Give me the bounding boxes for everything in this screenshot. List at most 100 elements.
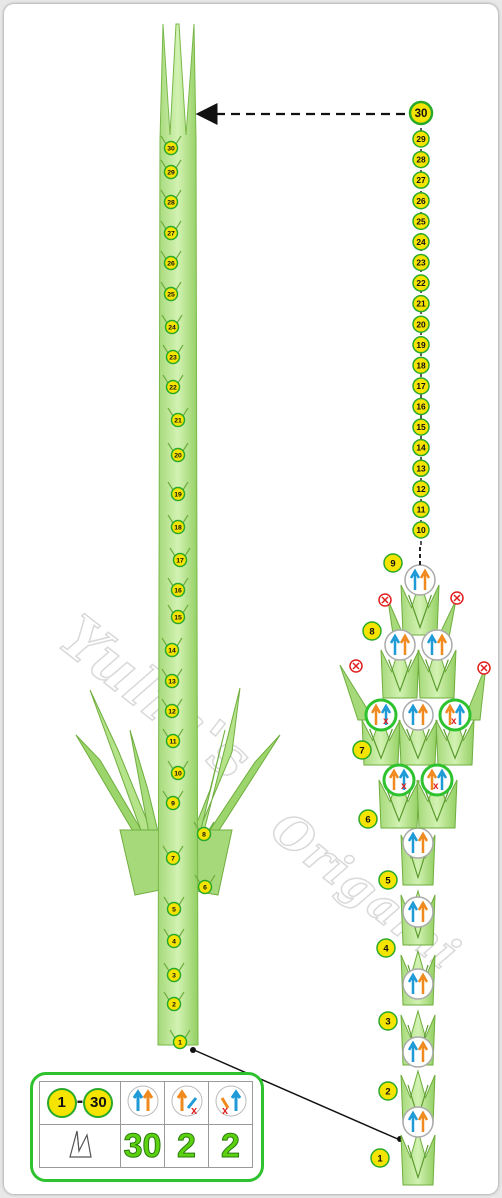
svg-text:8: 8 [202, 831, 206, 838]
chain-label-12: 12 [413, 481, 429, 497]
diagram-panel: Yulia's Origami [4, 4, 498, 1194]
right-x-badge: x [440, 700, 470, 730]
legend-count-total: 30 [121, 1125, 165, 1168]
both-up-badge [403, 1037, 433, 1067]
piece-label-1: 1 [174, 1036, 187, 1049]
svg-text:26: 26 [167, 260, 175, 267]
svg-text:4: 4 [383, 943, 389, 954]
left-x-badge: x [366, 700, 396, 730]
svg-text:29: 29 [167, 169, 175, 176]
legend-piece-icon [40, 1125, 121, 1168]
piece-label-6: 6 [199, 881, 212, 894]
piece-label-22: 22 [167, 381, 180, 394]
svg-text:7: 7 [171, 855, 175, 862]
svg-text:24: 24 [416, 237, 426, 247]
svg-text:x: x [401, 781, 407, 792]
svg-text:20: 20 [174, 452, 182, 459]
row-label-1: 1 [371, 1149, 389, 1167]
red-x-marker [451, 592, 463, 604]
svg-text:15: 15 [174, 614, 182, 621]
piece-label-26: 26 [165, 257, 178, 270]
both-up-badge [403, 828, 433, 858]
svg-text:21: 21 [174, 417, 182, 424]
chain-label-11: 11 [413, 501, 429, 517]
svg-text:28: 28 [416, 155, 426, 165]
svg-text:18: 18 [174, 524, 182, 531]
svg-text:17: 17 [416, 381, 426, 391]
svg-text:8: 8 [369, 626, 374, 637]
piece-label-30: 30 [165, 142, 178, 155]
svg-text:11: 11 [169, 738, 176, 745]
chain-label-20: 20 [413, 316, 429, 332]
svg-text:3: 3 [172, 972, 176, 979]
chain-label-23: 23 [413, 254, 429, 270]
legend-icon-left-x: x [165, 1082, 209, 1125]
legend-range-end: 30 [83, 1088, 113, 1118]
svg-text:2: 2 [172, 1001, 176, 1008]
svg-text:12: 12 [416, 484, 426, 494]
piece-label-19: 19 [172, 488, 185, 501]
legend-box: 1-30 x x 30 2 2 [30, 1072, 264, 1182]
svg-text:30: 30 [167, 145, 175, 152]
svg-text:30: 30 [415, 108, 428, 120]
svg-text:14: 14 [168, 647, 176, 654]
svg-text:16: 16 [174, 587, 182, 594]
svg-text:4: 4 [172, 938, 176, 945]
legend-count-left-x: 2 [165, 1125, 209, 1168]
piece-label-4: 4 [168, 935, 181, 948]
chain-label-28: 28 [413, 152, 429, 168]
piece-label-7: 7 [167, 852, 180, 865]
svg-text:13: 13 [416, 463, 426, 473]
chain-label-19: 19 [413, 337, 429, 353]
svg-text:1: 1 [178, 1039, 182, 1046]
piece-label-9: 9 [167, 797, 180, 810]
svg-text:13: 13 [168, 678, 176, 685]
svg-text:18: 18 [416, 360, 426, 370]
piece-label-13: 13 [166, 675, 179, 688]
svg-text:x: x [191, 1105, 198, 1117]
piece-label-24: 24 [166, 321, 179, 334]
legend-range-start: 1 [47, 1088, 77, 1118]
both-up-badge [403, 969, 433, 999]
piece-label-15: 15 [172, 611, 185, 624]
row-label-3: 3 [379, 1012, 397, 1030]
svg-text:9: 9 [390, 558, 395, 569]
row-label-7: 7 [353, 741, 371, 759]
both-up-badge [405, 565, 435, 595]
svg-text:x: x [451, 716, 457, 727]
chain-label-14: 14 [413, 440, 429, 456]
piece-label-25: 25 [165, 288, 178, 301]
svg-text:23: 23 [169, 354, 177, 361]
piece-label-18: 18 [172, 521, 185, 534]
both-up-badge [403, 700, 433, 730]
svg-text:22: 22 [416, 278, 426, 288]
piece-label-8: 8 [198, 828, 211, 841]
svg-text:1: 1 [377, 1153, 382, 1164]
svg-text:10: 10 [416, 525, 426, 535]
chain-label-25: 25 [413, 213, 429, 229]
row-label-5: 5 [379, 871, 397, 889]
connector-dot [190, 1047, 196, 1053]
chain-label-10: 10 [413, 522, 429, 538]
svg-text:14: 14 [416, 443, 426, 453]
piece-label-5: 5 [168, 903, 181, 916]
chain-label-13: 13 [413, 460, 429, 476]
piece-label-12: 12 [166, 705, 179, 718]
piece-label-28: 28 [165, 196, 178, 209]
chain-label-24: 24 [413, 234, 429, 250]
piece-label-20: 20 [172, 449, 185, 462]
svg-text:23: 23 [416, 258, 426, 268]
piece-label-23: 23 [167, 351, 180, 364]
svg-text:16: 16 [416, 402, 426, 412]
svg-text:12: 12 [168, 708, 176, 715]
chain-label-22: 22 [413, 275, 429, 291]
finished-model [76, 24, 280, 1046]
svg-text:24: 24 [168, 324, 176, 331]
main-stalk [158, 24, 198, 1045]
row-label-2: 2 [379, 1082, 397, 1100]
assembly-diagram: 3029282726252423222120191817161514131211… [4, 4, 498, 1194]
left-x-badge: x [384, 765, 414, 795]
svg-text:7: 7 [359, 745, 364, 756]
both-up-badge [403, 1107, 433, 1137]
